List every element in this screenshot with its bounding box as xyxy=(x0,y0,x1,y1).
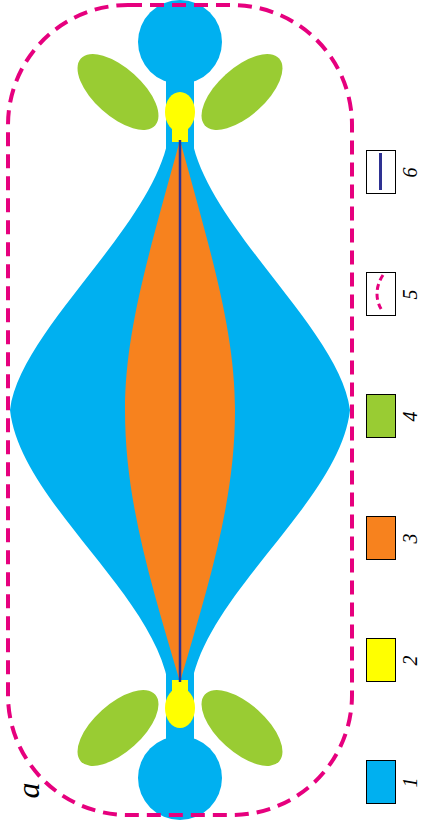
legend-swatch xyxy=(366,394,396,438)
legend-swatch xyxy=(366,272,396,316)
panel-letter: a xyxy=(10,782,47,798)
legend-swatch xyxy=(366,760,396,804)
line-sample xyxy=(367,273,394,314)
legend-number: 4 xyxy=(399,411,422,421)
line-sample xyxy=(367,151,394,192)
legend-swatch xyxy=(366,516,396,560)
legend-number: 5 xyxy=(399,289,422,299)
legend-number: 2 xyxy=(399,655,422,665)
legend-swatch xyxy=(366,638,396,682)
legend-number: 6 xyxy=(399,167,422,177)
legend-swatch xyxy=(366,150,396,194)
legend-number: 1 xyxy=(399,777,422,787)
legend-number: 3 xyxy=(399,533,422,543)
